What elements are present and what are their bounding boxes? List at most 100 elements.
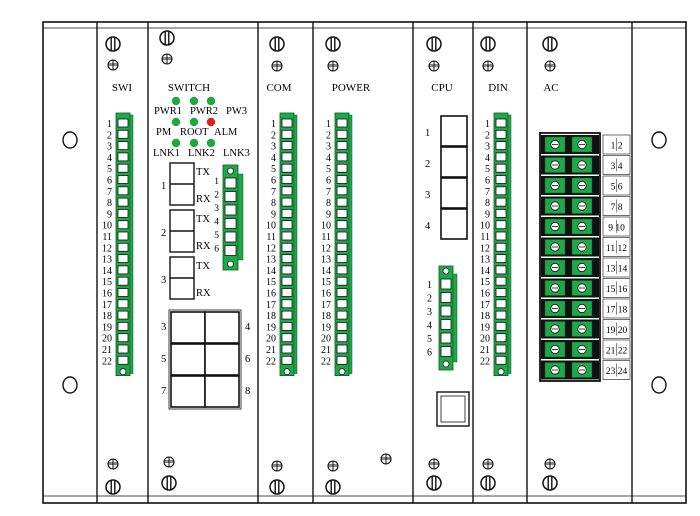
terminal-slot[interactable] (336, 152, 348, 162)
terminal-slot[interactable] (281, 141, 293, 151)
terminal-slot[interactable] (117, 152, 129, 162)
terminal-slot[interactable] (117, 197, 129, 207)
terminal-slot[interactable] (281, 254, 293, 264)
terminal-slot[interactable] (117, 118, 129, 128)
terminal-slot[interactable] (495, 197, 507, 207)
terminal-slot[interactable] (440, 292, 452, 303)
terminal-slot[interactable] (336, 186, 348, 196)
terminal-slot[interactable] (495, 231, 507, 241)
terminal-slot[interactable] (281, 344, 293, 354)
terminal-slot[interactable] (440, 319, 452, 330)
terminal-slot[interactable] (117, 231, 129, 241)
terminal-slot[interactable] (281, 163, 293, 173)
terminal-slot[interactable] (281, 152, 293, 162)
terminal-slot[interactable] (440, 332, 452, 344)
ethernet-port[interactable] (204, 375, 240, 408)
terminal-slot[interactable] (495, 129, 507, 139)
terminal-slot[interactable] (495, 242, 507, 252)
terminal-slot[interactable] (336, 129, 348, 139)
terminal-slot[interactable] (281, 208, 293, 218)
terminal-slot[interactable] (440, 305, 452, 317)
terminal-slot[interactable] (495, 321, 507, 331)
ethernet-port[interactable] (170, 311, 206, 344)
cpu-port[interactable] (440, 208, 468, 240)
terminal-slot[interactable] (495, 288, 507, 297)
terminal-slot[interactable] (336, 141, 348, 151)
terminal-slot[interactable] (224, 191, 237, 202)
terminal-slot[interactable] (336, 197, 348, 207)
terminal-slot[interactable] (117, 310, 129, 320)
terminal-slot[interactable] (336, 344, 348, 354)
terminal-slot[interactable] (495, 175, 507, 184)
terminal-slot[interactable] (495, 141, 507, 151)
terminal-slot[interactable] (495, 118, 507, 128)
terminal-slot[interactable] (117, 299, 129, 309)
terminal-slot[interactable] (281, 265, 293, 275)
terminal-slot[interactable] (336, 333, 348, 343)
terminal-slot[interactable] (281, 276, 293, 286)
terminal-slot[interactable] (281, 220, 293, 230)
terminal-slot[interactable] (117, 163, 129, 173)
terminal-slot[interactable] (117, 220, 129, 230)
terminal-slot[interactable] (495, 355, 507, 365)
terminal-slot[interactable] (117, 355, 129, 365)
terminal-slot[interactable] (440, 278, 452, 290)
terminal-slot[interactable] (224, 204, 237, 216)
terminal-slot[interactable] (495, 276, 507, 286)
terminal-slot[interactable] (281, 333, 293, 343)
terminal-slot[interactable] (495, 265, 507, 275)
terminal-slot[interactable] (117, 276, 129, 286)
terminal-slot[interactable] (281, 186, 293, 196)
terminal-slot[interactable] (495, 163, 507, 173)
terminal-slot[interactable] (336, 276, 348, 286)
ethernet-port[interactable] (170, 343, 206, 376)
terminal-slot[interactable] (281, 355, 293, 365)
terminal-slot[interactable] (495, 208, 507, 218)
terminal-slot[interactable] (495, 344, 507, 354)
terminal-slot[interactable] (117, 141, 129, 151)
terminal-slot[interactable] (117, 265, 129, 275)
terminal-slot[interactable] (281, 175, 293, 184)
terminal-slot[interactable] (281, 288, 293, 297)
terminal-slot[interactable] (224, 218, 237, 229)
terminal-slot[interactable] (117, 333, 129, 343)
ethernet-port[interactable] (204, 311, 240, 344)
terminal-slot[interactable] (281, 310, 293, 320)
terminal-slot[interactable] (495, 220, 507, 230)
terminal-slot[interactable] (281, 129, 293, 139)
terminal-slot[interactable] (281, 231, 293, 241)
terminal-slot[interactable] (336, 321, 348, 331)
terminal-slot[interactable] (336, 163, 348, 173)
ethernet-port[interactable] (170, 375, 206, 408)
terminal-slot[interactable] (336, 299, 348, 309)
ethernet-port[interactable] (204, 343, 240, 376)
terminal-slot[interactable] (336, 118, 348, 128)
terminal-slot[interactable] (495, 186, 507, 196)
terminal-slot[interactable] (281, 118, 293, 128)
terminal-slot[interactable] (495, 254, 507, 264)
terminal-slot[interactable] (117, 208, 129, 218)
terminal-slot[interactable] (336, 254, 348, 264)
terminal-slot[interactable] (336, 220, 348, 230)
cpu-port[interactable] (440, 177, 468, 209)
terminal-slot[interactable] (117, 254, 129, 264)
terminal-slot[interactable] (281, 197, 293, 207)
cpu-port[interactable] (440, 146, 468, 178)
terminal-slot[interactable] (336, 288, 348, 297)
terminal-slot[interactable] (336, 265, 348, 275)
terminal-slot[interactable] (336, 231, 348, 241)
terminal-slot[interactable] (495, 152, 507, 162)
terminal-slot[interactable] (495, 333, 507, 343)
terminal-slot[interactable] (117, 242, 129, 252)
terminal-slot[interactable] (117, 186, 129, 196)
terminal-slot[interactable] (117, 344, 129, 354)
terminal-slot[interactable] (224, 245, 237, 256)
terminal-slot[interactable] (117, 175, 129, 184)
terminal-slot[interactable] (281, 321, 293, 331)
terminal-slot[interactable] (336, 355, 348, 365)
terminal-slot[interactable] (117, 129, 129, 139)
cpu-port[interactable] (440, 115, 468, 147)
